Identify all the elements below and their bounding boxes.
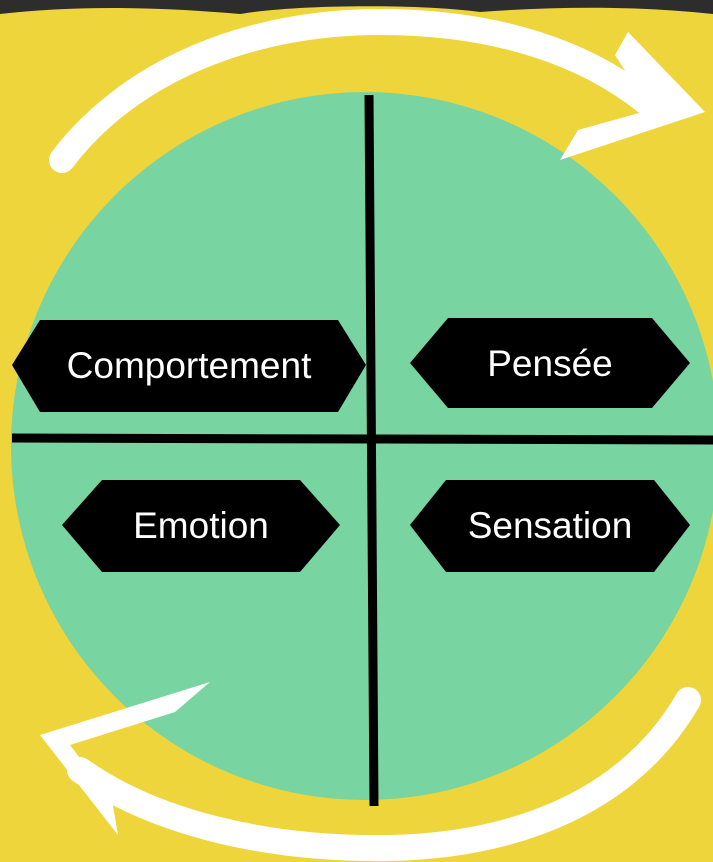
- top-cycle-arrow: [49, 8, 705, 173]
- tag-sensation-label: Sensation: [468, 505, 633, 546]
- bottom-cycle-arrow: [40, 682, 701, 862]
- horizontal-divider: [11, 433, 713, 445]
- tag-emotion: Emotion: [62, 480, 340, 572]
- vertical-divider: [364, 94, 379, 807]
- tag-pensee-label: Pensée: [487, 343, 613, 384]
- top-photo-strip: [0, 0, 713, 14]
- tag-emotion-label: Emotion: [133, 505, 269, 546]
- tag-sensation-shape: [410, 480, 690, 572]
- tag-pensee-shape: [410, 318, 690, 408]
- central-circle: [11, 92, 713, 800]
- tag-emotion-shape: [62, 480, 340, 572]
- tag-comportement: Comportement: [12, 320, 366, 412]
- tag-comportement-label: Comportement: [67, 345, 312, 386]
- tag-comportement-shape: [12, 320, 366, 412]
- tag-sensation: Sensation: [410, 480, 690, 572]
- tag-pensee: Pensée: [410, 318, 690, 408]
